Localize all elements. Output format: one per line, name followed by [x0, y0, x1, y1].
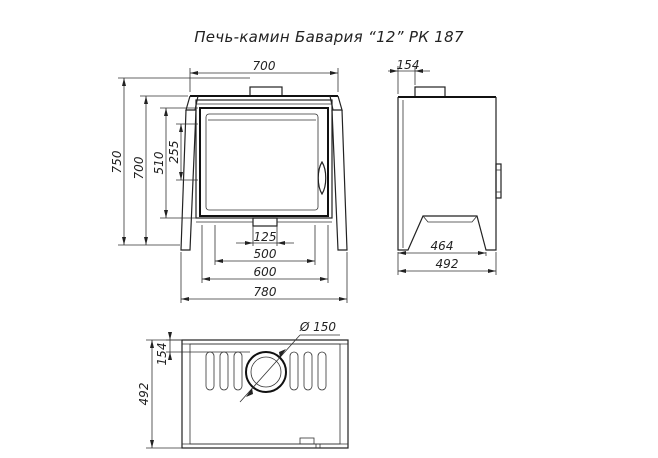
dim-700-label: 700: [253, 59, 276, 73]
dim-510-label: 510: [152, 151, 166, 174]
front-dim-255: 255: [167, 123, 198, 181]
dim-255-label: 255: [167, 141, 181, 164]
front-view: [180, 86, 348, 251]
front-dim-125: 125: [236, 226, 294, 246]
dim-600-label: 600: [254, 265, 277, 279]
dim-750-label: 750: [110, 150, 124, 173]
side-dim-464: 464: [397, 239, 487, 256]
front-door: [199, 107, 329, 217]
front-dim-750: 750: [110, 77, 250, 246]
top-dim-492-label: 492: [137, 383, 151, 406]
dim-125-label: 125: [254, 230, 277, 244]
dim-780-label: 780: [254, 285, 277, 299]
drawing-title: Печь-камин Бавария “12” РК 187: [194, 28, 464, 46]
front-body: [195, 99, 333, 219]
front-glass: [205, 113, 319, 211]
vent-slot: [233, 351, 243, 391]
front-right-leg: [331, 109, 348, 251]
vent-slot: [317, 351, 327, 391]
front-door-handle[interactable]: [317, 160, 327, 196]
side-base-cutout: [422, 215, 478, 223]
side-view: [397, 86, 502, 251]
top-view: [181, 339, 349, 449]
dim-500-label: 500: [254, 247, 277, 261]
vent-slot: [303, 351, 313, 391]
top-dim-154: 154: [155, 332, 250, 365]
top-flue-inner: [250, 356, 282, 388]
side-flue-collar: [414, 86, 446, 98]
front-dim-600: 600: [201, 225, 329, 283]
vent-slot: [289, 351, 299, 391]
side-dim-154: 154: [388, 58, 430, 94]
top-dim-154-label: 154: [155, 343, 169, 366]
vent-slot: [219, 351, 229, 391]
side-dim-492-label: 492: [436, 257, 459, 271]
side-body: [397, 97, 497, 251]
front-dim-700v: 700: [132, 95, 188, 245]
front-flue-collar: [249, 86, 283, 97]
top-inner: [189, 343, 341, 445]
vent-slot: [205, 351, 215, 391]
top-outline: [181, 339, 349, 449]
side-dim-154-label: 154: [397, 58, 420, 72]
top-dim-492: 492: [137, 339, 182, 449]
top-dim-diameter-label: Ø 150: [299, 320, 337, 334]
side-handle[interactable]: [495, 163, 502, 199]
front-dim-780: 780: [180, 252, 348, 303]
top-handle: [299, 437, 315, 445]
front-dim-510: 510: [152, 107, 198, 219]
top-flue-outer: [245, 351, 287, 393]
front-dim-500: 500: [214, 225, 316, 265]
side-dim-492: 492: [397, 252, 497, 275]
top-dim-diameter: Ø 150: [239, 320, 340, 403]
side-dim-464-label: 464: [431, 239, 454, 253]
front-ash-outlet: [252, 217, 278, 227]
front-dim-700: 700: [189, 59, 339, 92]
dim-700v-label: 700: [132, 156, 146, 179]
